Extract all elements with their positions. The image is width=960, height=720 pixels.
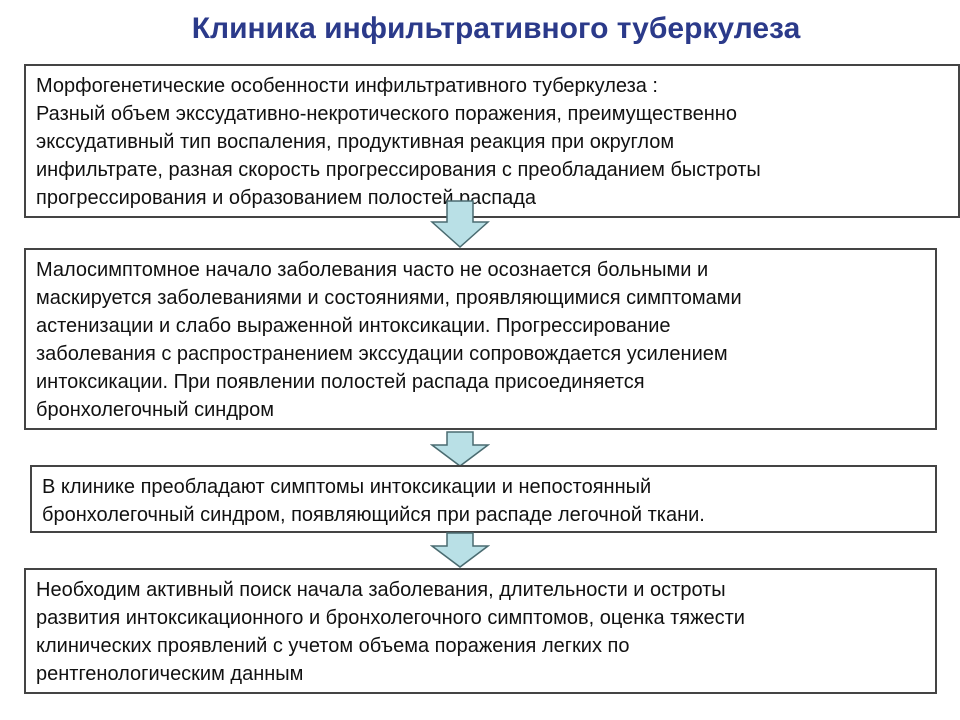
box-line: В клинике преобладают симптомы интоксика… [42, 476, 652, 498]
box-line: астенизации и слабо выраженной интоксика… [36, 315, 671, 337]
diagnostics-box: Необходим активный поиск начала заболева… [24, 568, 937, 694]
box-line: клинических проявлений с учетом объема п… [36, 635, 630, 657]
down-arrow-icon [430, 431, 490, 467]
box-line: интоксикации. При появлении полостей рас… [36, 371, 645, 393]
box-line: экссудативный тип воспаления, продуктивн… [36, 131, 675, 153]
box-line: инфильтрате, разная скорость прогрессиро… [36, 159, 761, 181]
box-line: Малосимптомное начало заболевания часто … [36, 259, 709, 281]
down-arrow-icon [430, 200, 490, 248]
box-line: маскируется заболеваниями и состояниями,… [36, 287, 742, 309]
box-line: развития интоксикационного и бронхолегоч… [36, 607, 745, 629]
box-line: заболевания с распространением экссудаци… [36, 343, 728, 365]
box-line: рентгенологическим данным [36, 663, 304, 685]
box-line: бронхолегочный синдром [36, 399, 274, 421]
onset-box: Малосимптомное начало заболевания часто … [24, 248, 937, 430]
morphogenesis-box: Морфогенетические особенности инфильтрат… [24, 64, 960, 218]
box-line: бронхолегочный синдром, появляющийся при… [42, 504, 705, 526]
slide-title: Клиника инфильтративного туберкулеза [191, 12, 801, 45]
box-line: Морфогенетические особенности инфильтрат… [36, 75, 658, 97]
box-line: Необходим активный поиск начала заболева… [36, 579, 726, 601]
box-line: прогрессирования и образованием полостей… [36, 187, 537, 209]
down-arrow-icon [430, 532, 490, 568]
box-line: Разный объем экссудативно-некротического… [36, 103, 737, 125]
clinical-picture-box: В клинике преобладают симптомы интоксика… [30, 465, 937, 533]
